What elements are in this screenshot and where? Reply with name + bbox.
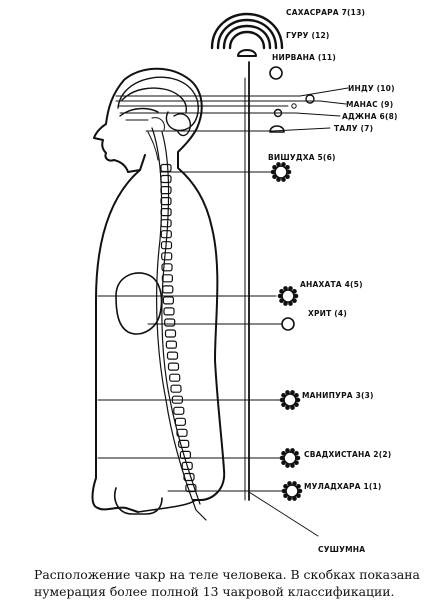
caption-line-1: Расположение чакр на теле человека. В ск… — [34, 567, 420, 582]
vertebra — [160, 197, 172, 206]
vertebra — [185, 483, 197, 493]
svadhisthana-symbol — [279, 448, 301, 468]
manipura-symbol — [279, 390, 301, 410]
vertebra — [181, 461, 193, 470]
vertebra — [162, 285, 174, 294]
vertebra — [160, 230, 172, 239]
vertebra — [167, 362, 180, 371]
talu-symbol — [269, 125, 285, 133]
label-ajna: АДЖНА 6(8) — [342, 112, 398, 121]
label-hrit: ХРИТ (4) — [308, 309, 347, 318]
vertebra — [173, 406, 185, 415]
ear — [173, 113, 191, 137]
level-lines — [97, 87, 349, 537]
vertebra — [161, 263, 173, 272]
vertebra — [160, 241, 173, 250]
label-anahata: АНАХАТА 4(5) — [300, 280, 363, 289]
vertebra — [176, 428, 188, 437]
vertebra — [160, 186, 172, 195]
vertebra — [179, 450, 191, 459]
vertebra — [178, 439, 190, 448]
label-nirvana: НИРВАНА (11) — [272, 53, 336, 62]
brain — [117, 76, 199, 132]
label-sahasrara: САХАСРАРА 7(13) — [286, 8, 365, 17]
label-manipura: МАНИПУРА 3(3) — [302, 391, 374, 400]
skull-inner — [125, 117, 165, 161]
sahasrara-symbol — [210, 12, 284, 50]
vertebra — [166, 351, 179, 360]
vertebra — [161, 274, 173, 283]
vertebra — [169, 373, 181, 382]
heart-oval — [115, 272, 163, 335]
anahata-symbol — [277, 286, 299, 306]
lower-body-fold — [114, 487, 197, 515]
vertebra — [164, 329, 177, 338]
indu-symbol — [305, 94, 315, 104]
label-sushumna: СУШУМНА — [318, 545, 365, 554]
figure-caption: Расположение чакр на теле человека. В ск… — [34, 566, 434, 600]
nirvana-symbol — [269, 66, 283, 80]
label-svadhisthana: СВАДХИСТАНА 2(2) — [304, 450, 391, 459]
vishuddha-symbol — [270, 162, 292, 182]
body-silhouette — [91, 67, 226, 513]
label-manas: МАНАС (9) — [346, 100, 393, 109]
vertebra — [164, 318, 176, 327]
label-guru: ГУРУ (12) — [286, 31, 330, 40]
hrit-symbol — [281, 317, 295, 331]
chakra-diagram: САХАСРАРА 7(13) ГУРУ (12) НИРВАНА (11) И… — [91, 8, 398, 554]
label-muladhara: МУЛАДХАРА 1(1) — [304, 482, 382, 491]
muladhara-symbol — [281, 481, 303, 501]
lotus-symbols — [270, 162, 303, 501]
guru-symbol — [237, 49, 257, 57]
vertebra — [160, 163, 172, 173]
vertebra — [160, 219, 172, 228]
vertebra — [165, 340, 177, 349]
ajna-symbol — [273, 108, 283, 118]
vertebra — [160, 174, 172, 184]
vertebrae — [160, 163, 197, 493]
label-indu: ИНДУ (10) — [348, 84, 395, 93]
vertebra — [163, 307, 175, 316]
vertebra — [174, 417, 186, 426]
manas-symbol — [291, 103, 297, 109]
caption-line-2: нумерация более полной 13 чакровой класс… — [34, 584, 395, 599]
vertebra — [161, 252, 173, 261]
vertebra — [170, 384, 182, 393]
vertebra — [160, 208, 172, 217]
label-vishuddha: ВИШУДХА 5(6) — [268, 153, 336, 162]
label-talu: ТАЛУ (7) — [334, 124, 373, 133]
vertebra — [162, 296, 174, 305]
vertebra — [183, 472, 195, 482]
